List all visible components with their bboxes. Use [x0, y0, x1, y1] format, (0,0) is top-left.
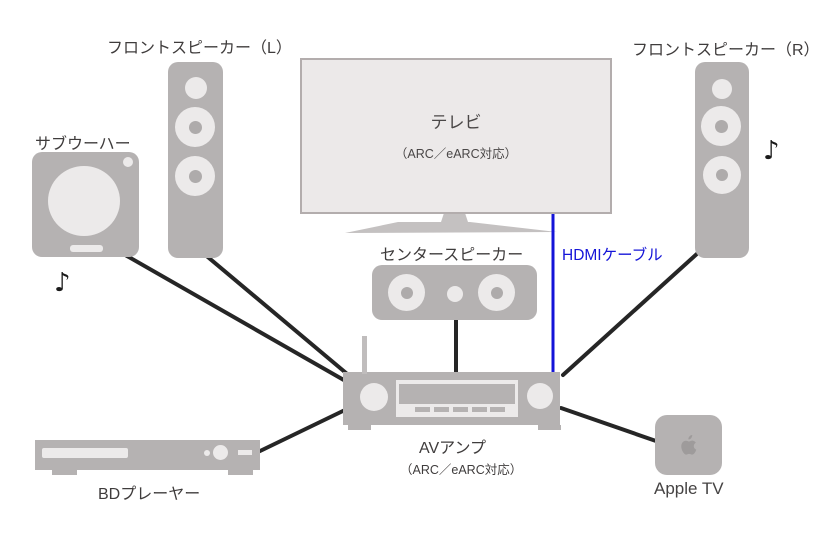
dustcap — [400, 286, 413, 299]
tv-stand-base — [345, 222, 557, 233]
tv-label: テレビ — [430, 113, 482, 132]
amp-display — [399, 384, 515, 404]
front-left-label: フロントスピーカー（L） — [107, 40, 292, 57]
music-note-icon: ♪ — [54, 268, 71, 298]
bd-foot — [52, 470, 77, 475]
amp-front-panel — [396, 380, 518, 417]
apple-tv-label: Apple TV — [654, 479, 724, 498]
driver-right — [478, 274, 515, 311]
center-speaker — [372, 265, 537, 320]
music-note-icon: ♪ — [763, 136, 780, 166]
amp-button — [490, 407, 505, 412]
subwoofer-port — [70, 245, 103, 252]
tv-sublabel: （ARC／eARC対応） — [394, 147, 518, 161]
tv-stand-neck — [441, 213, 468, 222]
cable-front-left-amp — [201, 251, 354, 380]
subwoofer — [32, 152, 139, 257]
bd-usb-port — [238, 450, 252, 455]
front-right-label: フロントスピーカー（R） — [632, 42, 820, 59]
woofer-dustcap — [714, 119, 728, 133]
subwoofer-label: サブウーハー — [35, 136, 131, 153]
front-right-speaker — [695, 62, 749, 258]
av-amp-label: AVアンプ — [419, 440, 487, 457]
amp-button — [472, 407, 487, 412]
apple-logo-icon — [681, 434, 697, 455]
cable-bd-player-amp — [256, 407, 349, 454]
tweeter — [447, 286, 463, 302]
amp-button — [453, 407, 468, 412]
woofer-dustcap — [188, 169, 202, 183]
bd-player — [35, 440, 260, 475]
amp-foot — [348, 425, 371, 430]
driver-left — [388, 274, 425, 311]
av-amp-sublabel: （ARC／eARC対応） — [400, 463, 523, 477]
bd-disc-tray — [42, 448, 128, 458]
bd-power-button — [213, 445, 228, 460]
dustcap — [490, 286, 503, 299]
bd-led — [204, 450, 210, 456]
bd-foot — [228, 470, 253, 475]
woofer-upper — [701, 106, 741, 146]
cable-apple-tv-amp — [559, 406, 658, 443]
cable-front-right-amp — [561, 250, 701, 377]
amp-knob-left — [360, 383, 388, 411]
tweeter — [712, 79, 732, 99]
center-speaker-label: センタースピーカー — [380, 247, 524, 264]
subwoofer-knob — [123, 157, 133, 167]
cable-subwoofer-amp — [118, 250, 351, 385]
woofer-upper — [175, 107, 215, 147]
subwoofer-driver — [48, 166, 120, 236]
bd-player-label: BDプレーヤー — [98, 486, 201, 503]
woofer-dustcap — [188, 120, 202, 134]
woofer-lower — [175, 156, 215, 196]
tweeter — [185, 77, 207, 99]
amp-button — [415, 407, 430, 412]
front-left-speaker — [168, 62, 223, 258]
apple-tv — [655, 415, 722, 475]
amp-knob-right — [527, 383, 553, 409]
av-amplifier — [343, 336, 561, 430]
woofer-dustcap — [716, 169, 728, 181]
amp-antenna — [362, 336, 367, 374]
amp-button — [434, 407, 449, 412]
tv: テレビ （ARC／eARC対応） — [300, 58, 612, 214]
woofer-lower — [703, 156, 741, 194]
hdmi-cable-label: HDMIケーブル — [562, 247, 663, 264]
amp-foot — [538, 425, 561, 430]
